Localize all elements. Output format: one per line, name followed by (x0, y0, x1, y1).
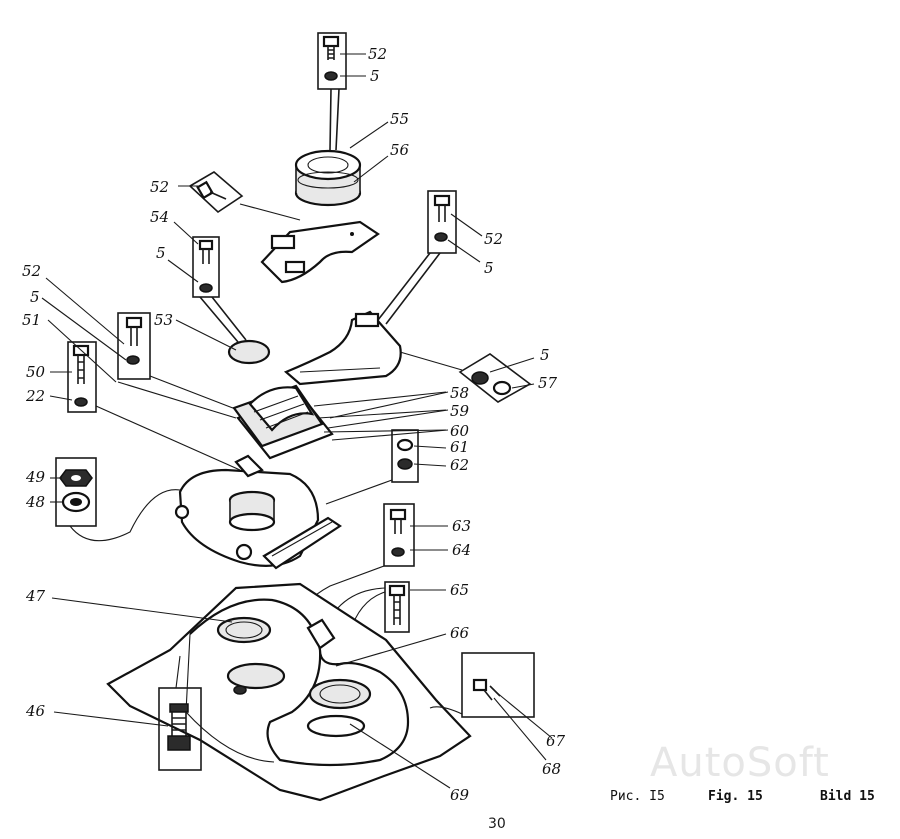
upper-bracket-plate (260, 220, 380, 284)
bolt-box-67 (429, 652, 535, 718)
label-52-left: 52 (150, 178, 169, 196)
label-50: 50 (26, 363, 46, 381)
label-56: 56 (390, 141, 410, 159)
caption-ru: Рис. I5 (610, 789, 665, 804)
label-5-top: 5 (370, 67, 380, 85)
label-69: 69 (450, 786, 470, 804)
cover-assembly (232, 384, 449, 460)
middle-housing-plate (174, 454, 342, 570)
label-51: 51 (22, 311, 41, 329)
label-49: 49 (25, 468, 46, 486)
label-57: 57 (538, 374, 558, 392)
caption-en: Fig. 15 (708, 789, 763, 804)
washer-box (325, 429, 419, 505)
label-47: 47 (25, 587, 46, 605)
label-66: 66 (450, 624, 470, 642)
label-48: 48 (25, 493, 45, 511)
label-5-a: 5 (30, 288, 40, 306)
fitting-box (158, 655, 202, 771)
label-64: 64 (452, 541, 471, 559)
nut-washer-box (55, 457, 181, 542)
left-bolt-group (188, 171, 301, 221)
label-68: 68 (542, 760, 561, 778)
label-52-top: 52 (368, 45, 387, 63)
label-60: 60 (450, 422, 470, 440)
label-65: 65 (450, 581, 469, 599)
label-53: 53 (154, 311, 173, 329)
label-55: 55 (390, 110, 409, 128)
label-59: 59 (450, 402, 470, 420)
label-22: 22 (25, 387, 45, 405)
label-46: 46 (25, 702, 46, 720)
top-bolt-group (317, 32, 347, 151)
page-number: 30 (488, 816, 506, 832)
watermark: AutoSoft (650, 740, 830, 786)
label-5-b: 5 (540, 346, 550, 364)
label-58: 58 (450, 384, 469, 402)
plug (227, 339, 271, 365)
label-54: 54 (150, 208, 169, 226)
label-67: 67 (546, 732, 566, 750)
label-52-right: 52 (484, 230, 503, 248)
base-housing (106, 582, 472, 802)
right-bolt-group (377, 190, 457, 325)
right-semicircle-plate (283, 310, 402, 386)
label-52-a: 52 (22, 262, 41, 280)
nut-box (399, 351, 532, 403)
label-61: 61 (450, 438, 469, 456)
label-63: 63 (452, 517, 471, 535)
mid-bolt-group (192, 236, 247, 343)
label-62: 62 (450, 456, 469, 474)
label-5-right: 5 (484, 259, 494, 277)
caption-de: Bild 15 (820, 789, 875, 804)
leader-lines (41, 53, 553, 789)
part-labels: 52 5 55 56 52 54 5 52 5 52 5 51 53 50 22… (22, 45, 566, 804)
left-bolts (67, 312, 241, 471)
label-5-mid: 5 (156, 244, 166, 262)
pulley (294, 149, 362, 207)
